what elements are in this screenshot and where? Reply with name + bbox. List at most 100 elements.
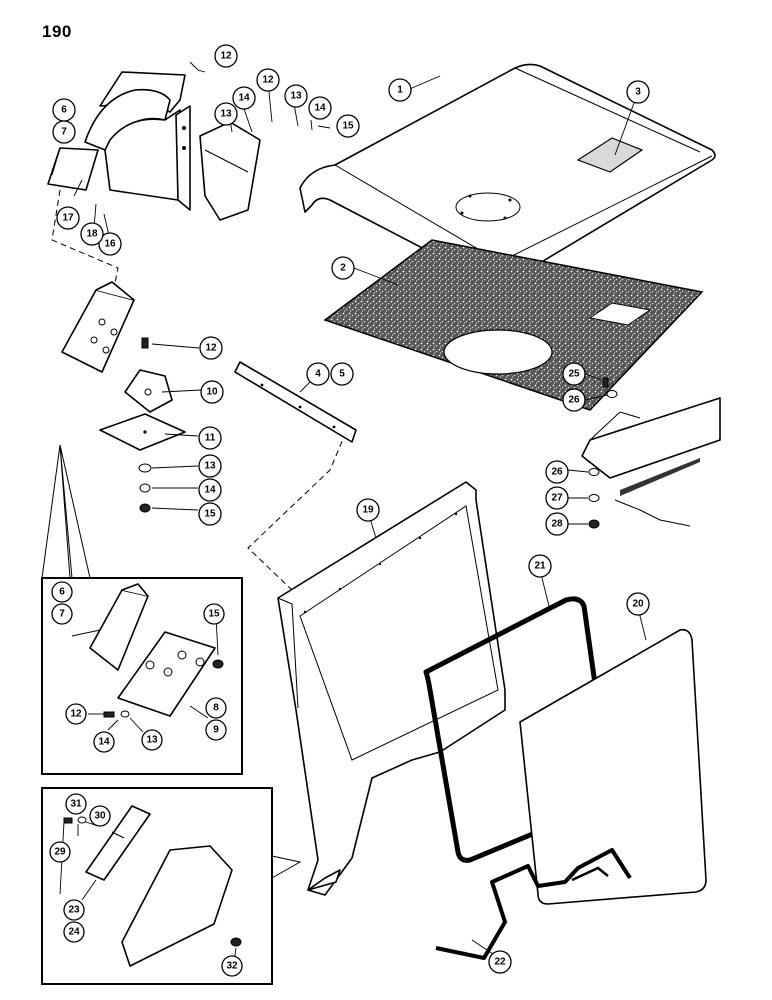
inset-b-callout-30: 30 xyxy=(89,805,111,827)
svg-text:15: 15 xyxy=(342,121,354,132)
svg-text:9: 9 xyxy=(213,725,219,736)
svg-text:8: 8 xyxy=(213,703,219,714)
svg-text:12: 12 xyxy=(262,75,274,86)
svg-text:6: 6 xyxy=(61,105,67,116)
right-side-rail xyxy=(581,377,721,529)
upper-left-bracket-assembly xyxy=(47,71,261,221)
inset-b-callout-23: 23 xyxy=(63,899,85,921)
callout-19: 19 xyxy=(356,498,380,522)
svg-text:31: 31 xyxy=(70,799,82,810)
callout-5: 5 xyxy=(330,362,354,386)
svg-text:12: 12 xyxy=(205,343,217,354)
callout-15a: 15 xyxy=(336,114,360,138)
callout-21: 21 xyxy=(528,554,552,578)
svg-text:19: 19 xyxy=(362,505,374,516)
callout-4: 4 xyxy=(306,362,330,386)
inset-a-callout-8: 8 xyxy=(205,697,227,719)
callout-markers: 1 2 3 4 5 6 7 10 11 12 12 12 13 13 13 14… xyxy=(49,44,650,977)
svg-text:10: 10 xyxy=(206,387,218,398)
svg-text:7: 7 xyxy=(61,127,67,138)
callout-1: 1 xyxy=(388,78,412,102)
assembly-guide-line-left xyxy=(51,189,119,299)
callout-27: 27 xyxy=(545,486,569,510)
svg-text:26: 26 xyxy=(551,467,563,478)
svg-text:25: 25 xyxy=(568,369,580,380)
side-bracket xyxy=(61,281,135,373)
callout-13b: 13 xyxy=(284,84,308,108)
callout-15b: 15 xyxy=(198,502,222,526)
page-number: 190 xyxy=(42,22,72,41)
svg-text:14: 14 xyxy=(204,485,216,496)
detail-inset-mount xyxy=(41,787,302,985)
callout-14a: 14 xyxy=(232,86,256,110)
callout-12b: 12 xyxy=(256,68,280,92)
callout-16: 16 xyxy=(98,232,122,256)
detail-inset-bracket xyxy=(41,444,243,775)
svg-text:13: 13 xyxy=(220,109,232,120)
svg-text:27: 27 xyxy=(551,493,563,504)
svg-text:12: 12 xyxy=(220,51,232,62)
callout-7: 7 xyxy=(52,120,76,144)
inset-a-callout-14: 14 xyxy=(93,731,115,753)
callout-18: 18 xyxy=(80,222,104,246)
callout-14b: 14 xyxy=(308,96,332,120)
callout-13a: 13 xyxy=(214,102,238,126)
svg-text:3: 3 xyxy=(635,87,641,98)
svg-text:6: 6 xyxy=(59,587,65,598)
svg-text:15: 15 xyxy=(208,609,220,620)
svg-text:14: 14 xyxy=(238,93,250,104)
front-frame xyxy=(277,481,506,896)
svg-text:14: 14 xyxy=(98,737,110,748)
inset-b-callout-29: 29 xyxy=(49,841,71,863)
svg-text:16: 16 xyxy=(104,239,116,250)
svg-text:15: 15 xyxy=(204,509,216,520)
svg-text:28: 28 xyxy=(551,519,563,530)
inset-a-callout-7: 7 xyxy=(51,603,73,625)
inset-a-callout-13: 13 xyxy=(141,729,163,751)
svg-text:26: 26 xyxy=(568,395,580,406)
callout-25: 25 xyxy=(562,362,586,386)
inset-b-callout-24: 24 xyxy=(63,921,85,943)
svg-text:20: 20 xyxy=(632,599,644,610)
inset-a-callout-6: 6 xyxy=(51,581,73,603)
callout-leaders xyxy=(59,61,647,963)
inset-a-callout-12: 12 xyxy=(65,703,87,725)
mount-bracket xyxy=(99,369,186,451)
svg-text:21: 21 xyxy=(534,561,546,572)
svg-text:13: 13 xyxy=(290,91,302,102)
assembly-guide-line-mid xyxy=(247,431,347,591)
svg-text:13: 13 xyxy=(146,735,158,746)
callout-2: 2 xyxy=(331,256,355,280)
headliner-pad xyxy=(323,239,704,411)
hardware-stack-left xyxy=(138,337,152,513)
svg-text:11: 11 xyxy=(205,433,216,444)
svg-text:13: 13 xyxy=(204,461,216,472)
svg-text:24: 24 xyxy=(68,927,80,938)
callout-12c: 12 xyxy=(199,336,223,360)
inset-a-callout-9: 9 xyxy=(205,719,227,741)
callout-14c: 14 xyxy=(198,478,222,502)
svg-text:12: 12 xyxy=(70,709,82,720)
svg-text:5: 5 xyxy=(339,369,345,380)
svg-text:23: 23 xyxy=(68,905,80,916)
inset-b-callout-32: 32 xyxy=(221,955,243,977)
inset-b-callout-31: 31 xyxy=(65,793,87,815)
inset-a-callout-15: 15 xyxy=(203,603,225,625)
svg-text:14: 14 xyxy=(314,103,326,114)
svg-text:4: 4 xyxy=(315,369,321,380)
callout-12a: 12 xyxy=(214,44,238,68)
callout-22: 22 xyxy=(488,950,512,974)
callout-28: 28 xyxy=(545,512,569,536)
wiper-bar xyxy=(435,848,632,960)
svg-text:17: 17 xyxy=(62,213,74,224)
svg-text:1: 1 xyxy=(397,85,403,96)
svg-text:30: 30 xyxy=(94,811,106,822)
callout-3: 3 xyxy=(626,80,650,104)
svg-text:2: 2 xyxy=(340,263,346,274)
svg-text:7: 7 xyxy=(59,609,65,620)
roof-panel xyxy=(299,63,716,285)
callout-13c: 13 xyxy=(198,454,222,478)
callout-26b: 26 xyxy=(545,460,569,484)
